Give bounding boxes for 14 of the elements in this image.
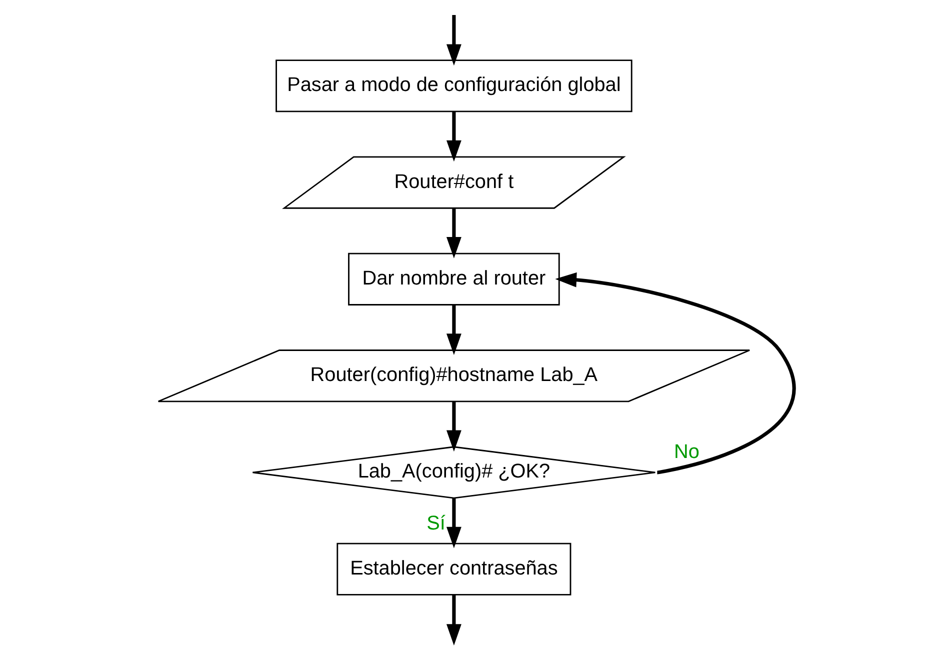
node-diamond: Lab_A(config)# ¿OK? <box>251 446 656 499</box>
arrow <box>446 594 461 646</box>
node-box: Dar nombre al router <box>348 252 560 306</box>
arrow <box>446 15 461 66</box>
node-box: Pasar a modo de configuración global <box>275 60 632 112</box>
node-box: Establecer contraseñas <box>336 542 571 596</box>
arrow <box>446 402 461 452</box>
edge-label: No <box>674 441 699 464</box>
arrow <box>446 112 461 162</box>
edge-label: Sí <box>426 512 445 534</box>
arrow <box>446 498 461 548</box>
arrow <box>446 305 461 355</box>
arrow <box>554 272 796 474</box>
arrow <box>446 208 461 258</box>
